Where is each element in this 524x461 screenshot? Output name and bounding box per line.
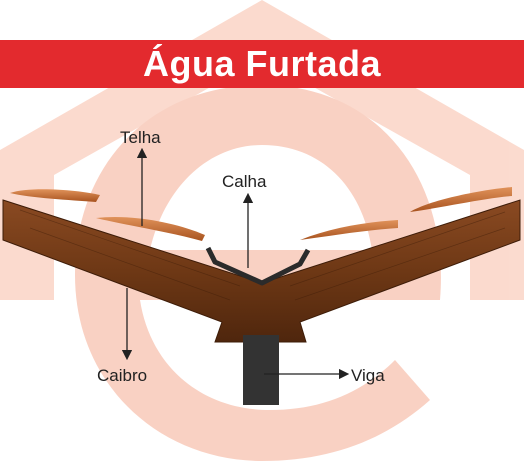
label-telha: Telha — [120, 128, 161, 147]
label-viga: Viga — [351, 366, 385, 385]
tile-right-2 — [300, 220, 398, 240]
tile-left-1 — [10, 189, 100, 202]
label-caibro: Caibro — [97, 366, 148, 385]
tile-right-1 — [410, 187, 512, 212]
gutter-shape — [205, 246, 311, 286]
tile-left-2 — [96, 216, 205, 241]
rafter-v — [2, 199, 521, 343]
wood-grain — [19, 209, 506, 301]
label-calha: Calha — [222, 172, 267, 191]
page-title: Água Furtada — [142, 43, 381, 84]
beam-block — [243, 335, 279, 405]
title-banner: Água Furtada — [0, 40, 524, 88]
